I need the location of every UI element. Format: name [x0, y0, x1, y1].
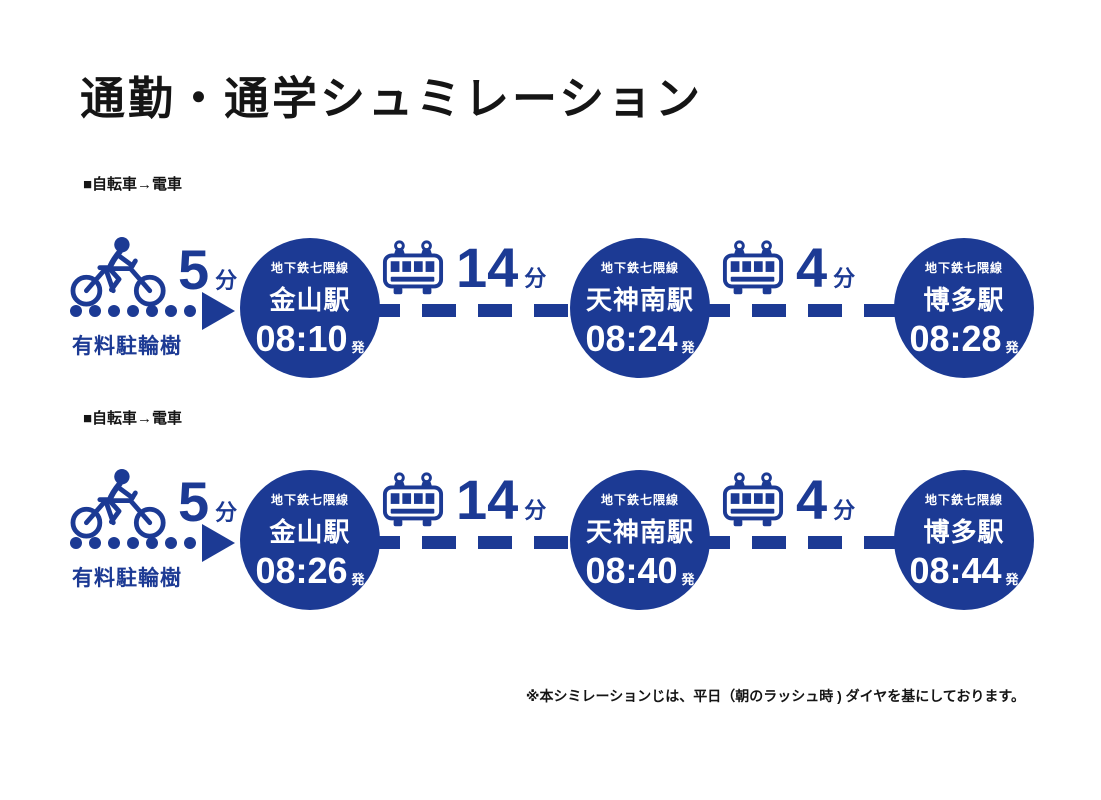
train-icon: [722, 240, 784, 295]
station-name: 金山駅: [269, 517, 351, 547]
station-name: 天神南駅: [585, 517, 694, 547]
arrow-right-icon: [202, 524, 235, 562]
bike-duration: 5 分: [178, 474, 237, 530]
departure-time: 08:44: [909, 550, 1002, 591]
leg-duration-unit: 分: [833, 498, 856, 523]
train-icon: [722, 472, 784, 527]
station-circle-hakata: 地下鉄七隈線 博多駅 08:44 発: [894, 470, 1034, 610]
paid-parking-label: 有料駐輪樹: [72, 567, 182, 590]
station-line-name: 地下鉄七隈線: [270, 493, 349, 507]
station-circle-tenjinminami: 地下鉄七隈線 天神南駅 08:40 発: [570, 470, 710, 610]
leg-duration-unit: 分: [524, 498, 547, 523]
departure-suffix: 発: [681, 572, 695, 587]
station-line-name: 地下鉄七隈線: [600, 261, 679, 275]
rail-track-segment: [640, 304, 970, 317]
leg-duration-value: 4: [796, 236, 828, 299]
departure-time: 08:26: [255, 550, 348, 591]
leg-duration: 14 分: [456, 240, 546, 298]
footnote: ※本シミレーションじは、平日（朝のラッシュ時 ) ダイヤを基にしております。: [525, 688, 1025, 704]
station-circle-kanayama: 地下鉄七隈線 金山駅 08:26 発: [240, 470, 380, 610]
departure-time: 08:10: [255, 318, 348, 359]
station-name: 金山駅: [269, 285, 351, 315]
station-circle-tenjinminami: 地下鉄七隈線 天神南駅 08:24 発: [570, 238, 710, 378]
station-line-name: 地下鉄七隈線: [270, 261, 349, 275]
bike-duration-value: 5: [178, 470, 210, 533]
leg-duration-unit: 分: [524, 266, 547, 291]
arrow-right-icon: [202, 292, 235, 330]
route-row-2: 5 分 有料駐輪樹 地下鉄七隈線 金山駅 08:26 発: [0, 468, 1101, 628]
train-leg: 4 分: [722, 472, 855, 530]
leg-duration-unit: 分: [833, 266, 856, 291]
train-leg: 14 分: [382, 240, 546, 298]
bicycle-icon: [70, 236, 166, 307]
station-line-name: 地下鉄七隈線: [924, 261, 1003, 275]
station-name: 天神南駅: [585, 285, 694, 315]
station-line-name: 地下鉄七隈線: [600, 493, 679, 507]
bike-duration-unit: 分: [215, 500, 238, 525]
route-row-1: 5 分 有料駐輪樹 地下鉄七隈線 金山駅 08:10 発: [0, 236, 1101, 396]
leg-duration-value: 4: [796, 468, 828, 531]
departure-time: 08:28: [909, 318, 1002, 359]
leg-duration: 14 分: [456, 472, 546, 530]
paid-parking-label: 有料駐輪樹: [72, 335, 182, 358]
bike-duration-value: 5: [178, 238, 210, 301]
dotted-path: [70, 305, 222, 317]
station-circle-kanayama: 地下鉄七隈線 金山駅 08:10 発: [240, 238, 380, 378]
bike-duration: 5 分: [178, 242, 237, 298]
rail-track-segment: [640, 536, 970, 549]
departure-suffix: 発: [1005, 340, 1019, 355]
page-title: 通勤・通学シュミレーション: [80, 73, 704, 124]
rail-track-segment: [310, 536, 640, 549]
train-leg: 4 分: [722, 240, 855, 298]
section-label-2: ■自転車→電車: [83, 410, 183, 427]
station-line-name: 地下鉄七隈線: [924, 493, 1003, 507]
departure-time: 08:40: [585, 550, 678, 591]
leg-duration: 4 分: [796, 240, 855, 298]
bike-duration-unit: 分: [215, 268, 238, 293]
station-circle-hakata: 地下鉄七隈線 博多駅 08:28 発: [894, 238, 1034, 378]
leg-duration: 4 分: [796, 472, 855, 530]
dotted-path: [70, 537, 222, 549]
train-leg: 14 分: [382, 472, 546, 530]
train-icon: [382, 472, 444, 527]
leg-duration-value: 14: [456, 468, 519, 531]
rail-track-segment: [310, 304, 640, 317]
departure-time: 08:24: [585, 318, 678, 359]
station-name: 博多駅: [923, 517, 1005, 547]
departure-suffix: 発: [681, 340, 695, 355]
station-name: 博多駅: [923, 285, 1005, 315]
bicycle-icon: [70, 468, 166, 539]
departure-suffix: 発: [351, 340, 365, 355]
departure-suffix: 発: [351, 572, 365, 587]
departure-suffix: 発: [1005, 572, 1019, 587]
section-label-1: ■自転車→電車: [83, 176, 183, 193]
leg-duration-value: 14: [456, 236, 519, 299]
train-icon: [382, 240, 444, 295]
